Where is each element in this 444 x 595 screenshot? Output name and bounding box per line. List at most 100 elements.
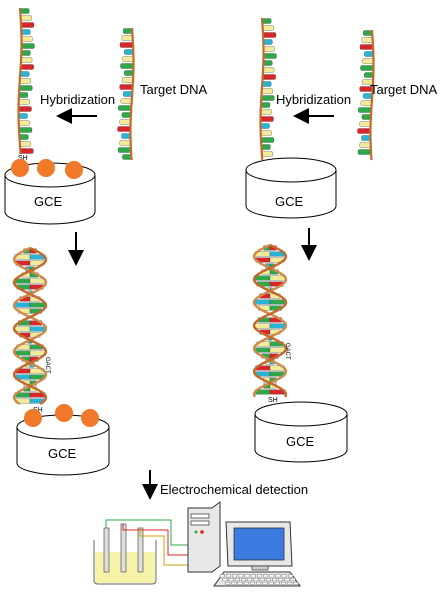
nucleotide-base bbox=[364, 72, 374, 78]
nucleotide-base bbox=[20, 148, 34, 154]
gce-label-1: GCE bbox=[34, 194, 63, 209]
keyboard-key bbox=[228, 578, 234, 582]
nucleotide-base bbox=[18, 99, 30, 105]
keyboard-key bbox=[250, 574, 256, 578]
keyboard-key bbox=[259, 578, 265, 582]
nucleotide-base bbox=[262, 18, 272, 24]
electrochemical-cell bbox=[93, 523, 157, 585]
nucleotide-base bbox=[121, 133, 131, 139]
nucleotide-base bbox=[261, 151, 273, 157]
keyboard-key bbox=[231, 581, 237, 585]
dna-backbone bbox=[17, 7, 23, 155]
keyboard-key bbox=[257, 574, 262, 578]
nucleotide-base bbox=[263, 46, 275, 52]
electrode-gce-3: GCE bbox=[245, 157, 337, 219]
nucleotide-base bbox=[363, 30, 373, 36]
nucleotide-base bbox=[19, 134, 29, 140]
keyboard-key bbox=[225, 581, 231, 585]
keyboard-key bbox=[274, 581, 280, 585]
gce-label-2: GCE bbox=[48, 446, 77, 461]
electrode-rod bbox=[120, 523, 127, 573]
keyboard-key bbox=[237, 581, 243, 585]
nucleotide-base bbox=[18, 113, 28, 119]
nucleotide-base bbox=[261, 88, 273, 94]
nucleotide-base bbox=[121, 112, 132, 118]
keyboard bbox=[213, 571, 301, 587]
nucleotide-base bbox=[20, 71, 30, 77]
hybridization-label-left: Hybridization bbox=[40, 92, 115, 107]
nucleotide-base bbox=[263, 53, 277, 59]
nucleotide-base bbox=[20, 22, 35, 28]
electrode-gce-4: GCE bbox=[254, 401, 348, 463]
keyboard-key bbox=[287, 581, 293, 585]
thiol-label-left: SH bbox=[18, 155, 28, 162]
keyboard-key bbox=[293, 581, 299, 585]
nucleotide-base bbox=[18, 120, 30, 126]
nucleotide-base bbox=[357, 149, 372, 155]
nucleotide-base bbox=[269, 299, 287, 305]
nucleotide-base bbox=[123, 91, 133, 97]
nucleotide-base bbox=[18, 92, 29, 98]
nucleotide-base bbox=[260, 130, 272, 136]
keyboard-key bbox=[272, 578, 277, 582]
nucleotide-base bbox=[119, 119, 131, 125]
hybridization-label-right: Hybridization bbox=[276, 92, 351, 107]
nucleotide-base bbox=[260, 109, 272, 115]
thiol-label-duplex-right: SH bbox=[268, 397, 278, 404]
gold-nanoparticle bbox=[11, 159, 29, 177]
nucleotide-base bbox=[18, 106, 32, 112]
nucleotide-base bbox=[20, 57, 33, 63]
base-sequence-left: GACT bbox=[44, 357, 50, 374]
gce-label-3: GCE bbox=[275, 194, 304, 209]
nucleotide-base bbox=[262, 32, 277, 38]
keyboard-key bbox=[238, 574, 244, 578]
nucleotide-base bbox=[118, 105, 132, 111]
nucleotide-base bbox=[21, 43, 35, 49]
keyboard-key bbox=[256, 581, 262, 585]
nucleotide-base bbox=[360, 65, 374, 71]
nucleotide-base bbox=[360, 100, 372, 106]
target-dna-label-left: Target DNA bbox=[140, 82, 208, 97]
keyboard-key bbox=[290, 578, 296, 582]
nucleotide-base bbox=[263, 60, 273, 66]
keyboard-key bbox=[253, 578, 259, 582]
potentiostat-tower bbox=[187, 501, 221, 573]
nucleotide-base bbox=[260, 123, 270, 129]
drive-bay bbox=[190, 513, 210, 519]
keyboard-key bbox=[263, 574, 269, 578]
nucleotide-base bbox=[359, 121, 371, 127]
nucleotide-base bbox=[262, 25, 274, 31]
keyboard-key bbox=[281, 574, 287, 578]
nucleotide-base bbox=[21, 29, 31, 35]
nucleotide-base bbox=[253, 323, 271, 329]
nucleotide-base bbox=[20, 8, 30, 14]
dna-backbone bbox=[252, 243, 288, 398]
monitor-stand bbox=[251, 565, 269, 571]
keyboard-key bbox=[269, 574, 275, 578]
nucleotide-base bbox=[359, 44, 374, 50]
keyboard-key bbox=[249, 581, 255, 585]
nucleotide-base bbox=[364, 51, 374, 57]
monitor-screen bbox=[233, 527, 285, 561]
nucleotide-base bbox=[20, 64, 34, 70]
nucleotide-base bbox=[21, 36, 33, 42]
gold-nanoparticle bbox=[24, 409, 42, 427]
electrode-rod bbox=[103, 527, 110, 573]
dna-double-helix-right bbox=[252, 243, 288, 398]
keyboard-key bbox=[275, 574, 281, 578]
keyboard-key bbox=[225, 574, 231, 578]
dna-backbone bbox=[12, 246, 48, 405]
detection-label: Electrochemical detection bbox=[160, 482, 308, 497]
dna-double-helix-left bbox=[12, 246, 48, 405]
keyboard-key bbox=[222, 578, 228, 582]
keyboard-key bbox=[288, 574, 293, 578]
drive-bay bbox=[190, 520, 210, 526]
nucleotide-base bbox=[124, 49, 134, 55]
nucleotide-base bbox=[119, 42, 134, 48]
gce-label-4: GCE bbox=[286, 434, 315, 449]
nucleotide-base bbox=[124, 70, 134, 76]
base-sequence-right: GACT bbox=[284, 343, 290, 360]
target-dna-label-right: Target DNA bbox=[370, 82, 438, 97]
keyboard-key bbox=[265, 578, 271, 582]
